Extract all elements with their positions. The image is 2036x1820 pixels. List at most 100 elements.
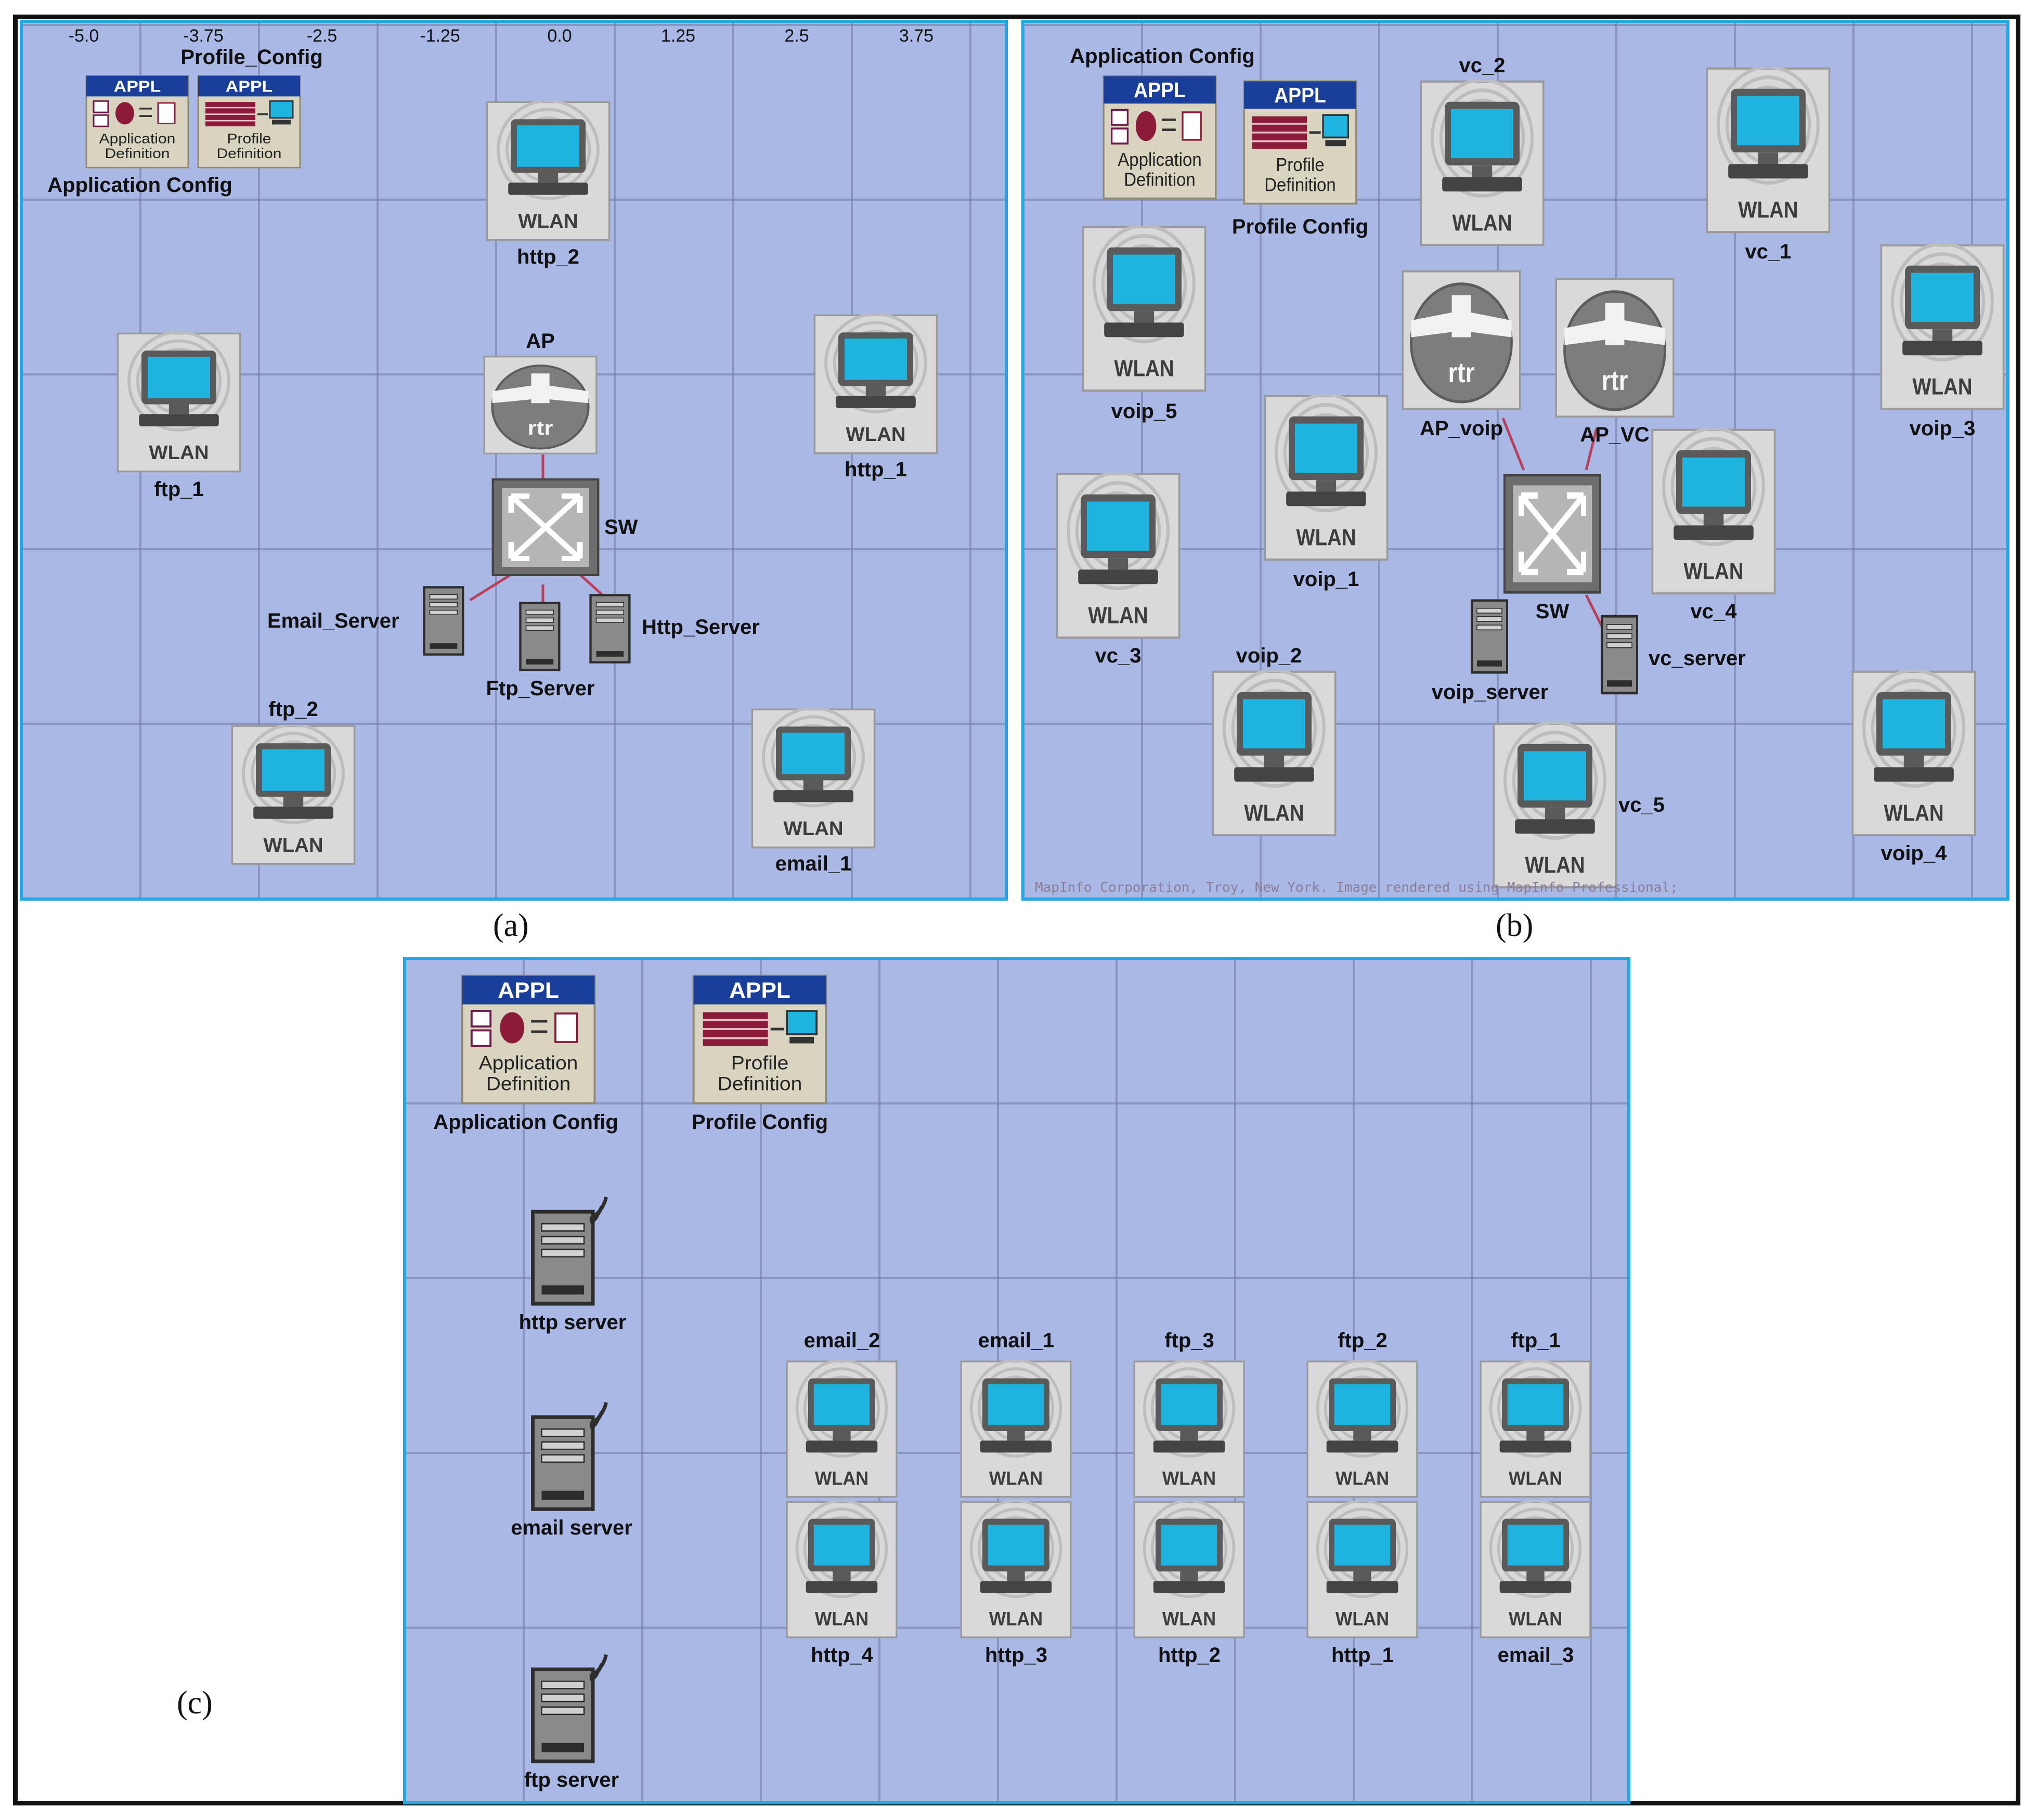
wlan-station-vc-2[interactable]: WLAN: [1420, 78, 1545, 246]
monitor-stand: [283, 797, 304, 807]
wlan-station-http-1[interactable]: WLAN: [1306, 1499, 1418, 1639]
wlan-tile-label: WLAN: [783, 818, 843, 840]
monitor-screen-icon: [1737, 96, 1799, 146]
ftp-server-icon[interactable]: [512, 600, 569, 673]
wlan-tile-bg: [1133, 1360, 1245, 1498]
wlan-station-ftp-1[interactable]: WLAN: [1480, 1359, 1591, 1498]
wireless-wave-icon: [969, 1359, 1062, 1458]
caption-b: (b): [1496, 908, 1534, 943]
wlan-tile-label: WLAN: [1884, 800, 1943, 826]
email-server-wireless-icon[interactable]: [528, 1394, 617, 1514]
wlan-tile-label: WLAN: [1162, 1608, 1216, 1630]
http-server-label: http server: [518, 1311, 627, 1334]
link-sw-email-server: [469, 573, 513, 602]
http-server-icon[interactable]: [582, 592, 639, 665]
monitor-screen-icon: [1334, 1384, 1391, 1425]
appl-caption-line2: Definition: [486, 1073, 571, 1095]
monitor-screen-icon: [1883, 699, 1945, 749]
drive-bay: [595, 609, 625, 615]
wlan-station-voip-4[interactable]: WLAN: [1851, 668, 1976, 837]
wlan-station-ftp-2[interactable]: WLAN: [1306, 1359, 1418, 1498]
ftp-server-wireless-icon[interactable]: [528, 1646, 617, 1766]
ap-vc-router-icon[interactable]: rtr: [1555, 278, 1675, 418]
wlan-station-voip-1[interactable]: WLAN: [1264, 393, 1389, 561]
document-icon: [1182, 111, 1202, 141]
switch-icon[interactable]: [488, 475, 603, 579]
wlan-tile-label: WLAN: [1912, 373, 1972, 399]
switch-icon[interactable]: [1500, 470, 1604, 597]
voip-server-icon[interactable]: [1464, 597, 1516, 675]
wlan-station-ftp-1[interactable]: WLAN: [116, 331, 241, 473]
wlan-station-email-1[interactable]: WLAN: [960, 1359, 1072, 1498]
monitor-stand: [538, 173, 559, 183]
appl-badge: APPL: [729, 979, 790, 1003]
caption-c: (c): [177, 1685, 213, 1721]
email-server-icon[interactable]: [416, 584, 473, 657]
drive-bay: [541, 1454, 585, 1463]
wireless-wave-icon: [1862, 668, 1965, 788]
wireless-wave-icon: [1143, 1499, 1236, 1598]
drive-bay: [541, 1428, 585, 1437]
caption-a: (a): [493, 908, 529, 943]
wlan-tile-label: WLAN: [815, 1608, 868, 1630]
wlan-station-email-3[interactable]: WLAN: [1480, 1499, 1591, 1639]
wlan-tile-label: WLAN: [846, 424, 905, 446]
wlan-tile-label: WLAN: [989, 1468, 1043, 1489]
access-point-router-icon[interactable]: rtr: [483, 356, 598, 454]
appl-badge: APPL: [498, 979, 559, 1003]
keyboard-icon: [1326, 1440, 1398, 1453]
monitor-screen-icon: [988, 1384, 1044, 1425]
router-label: rtr: [1448, 357, 1474, 388]
wlan-station-vc-3[interactable]: WLAN: [1056, 471, 1181, 639]
wlan-station-vc-1[interactable]: WLAN: [1706, 65, 1831, 233]
monitor-screen-icon: [1682, 457, 1745, 507]
wlan-station-http-2[interactable]: WLAN: [486, 99, 611, 241]
wlan-station-http-3[interactable]: WLAN: [960, 1499, 1072, 1639]
wlan-tile-label: WLAN: [1509, 1608, 1562, 1630]
wlan-station-vc-4[interactable]: WLAN: [1651, 426, 1776, 595]
wlan-station-voip-3[interactable]: WLAN: [1880, 242, 2005, 410]
station-label: vc_2: [1459, 54, 1506, 77]
wlan-station-ftp-3[interactable]: WLAN: [1133, 1359, 1245, 1498]
wlan-station-ftp-2[interactable]: WLAN: [231, 723, 356, 865]
keyboard-icon: [253, 807, 333, 819]
drive-bay: [1476, 625, 1502, 631]
wlan-tile-label: WLAN: [1335, 1608, 1389, 1630]
ap-voip-router-icon[interactable]: rtr: [1402, 270, 1521, 410]
vc-server-icon[interactable]: [1594, 613, 1646, 696]
antenna-wings-icon: [1411, 312, 1512, 337]
station-label: vc_3: [1095, 644, 1142, 667]
wlan-station-voip-5[interactable]: WLAN: [1082, 224, 1207, 392]
http-server-wireless-icon[interactable]: [528, 1189, 617, 1308]
wlan-station-http-1[interactable]: WLAN: [813, 313, 938, 454]
wlan-station-http-4[interactable]: WLAN: [786, 1499, 898, 1639]
station-label: email_1: [775, 852, 852, 875]
wlan-tile-label: WLAN: [1244, 800, 1304, 826]
monitor-stand: [1007, 1431, 1025, 1441]
profile-config-label: Profile Config: [1231, 215, 1369, 238]
wlan-station-vc-5[interactable]: WLAN: [1493, 720, 1617, 889]
appl-header: [86, 75, 188, 97]
wlan-station-http-2[interactable]: WLAN: [1133, 1499, 1245, 1639]
x-tick: 2.5: [784, 26, 809, 46]
monitor-screen-icon: [813, 1525, 870, 1566]
wlan-tile-label: WLAN: [1162, 1468, 1216, 1489]
wlan-station-email-2[interactable]: WLAN: [786, 1359, 898, 1498]
antenna-mast-icon: [1605, 303, 1625, 345]
appl-caption-line2: Definition: [105, 146, 170, 162]
keyboard-icon: [1078, 569, 1158, 584]
monitor-screen-icon: [1087, 501, 1149, 551]
server-base: [1477, 660, 1502, 667]
station-label: voip_4: [1881, 842, 1947, 865]
wlan-station-voip-2[interactable]: WLAN: [1212, 668, 1337, 837]
wlan-tile-label: WLAN: [1683, 558, 1743, 584]
keyboard-icon: [1874, 767, 1954, 782]
keyboard-icon: [1153, 1440, 1225, 1453]
wlan-station-email-1[interactable]: WLAN: [751, 707, 876, 849]
